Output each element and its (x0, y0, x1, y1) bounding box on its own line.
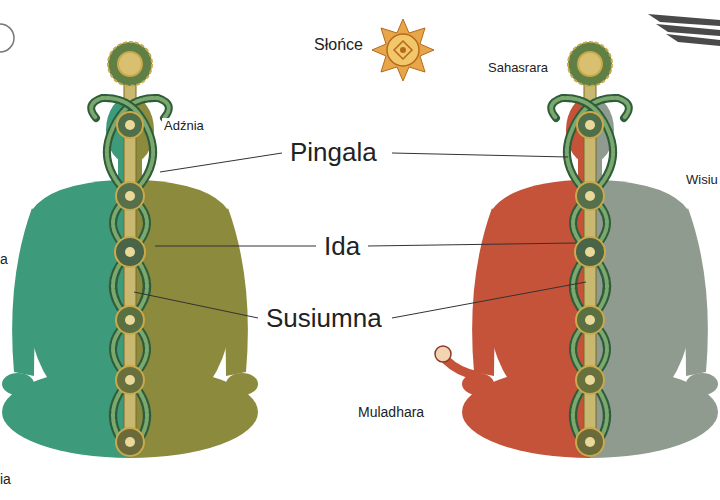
right-chakra-column (551, 42, 629, 456)
chakra-label: ia (0, 470, 11, 488)
chakra-label: Muladhara (358, 403, 424, 421)
chakra-label: a (0, 250, 8, 268)
chakra-label: Adźnia (162, 118, 206, 134)
sun-symbol (372, 19, 434, 81)
channel-name: Pingala (290, 137, 377, 167)
left-chakra-column (91, 42, 169, 456)
channel-name: Susiumna (266, 303, 382, 333)
channel-name: Ida (324, 231, 360, 261)
chakra-label: Sahasrara (488, 60, 548, 76)
wing-emblem (648, 14, 720, 46)
mudra-hand (435, 346, 478, 376)
chakra-label: Wisiu (686, 172, 718, 188)
edge-emblem (0, 24, 14, 52)
leader-lines (134, 153, 586, 318)
chakra-label: Słońce (314, 35, 363, 55)
